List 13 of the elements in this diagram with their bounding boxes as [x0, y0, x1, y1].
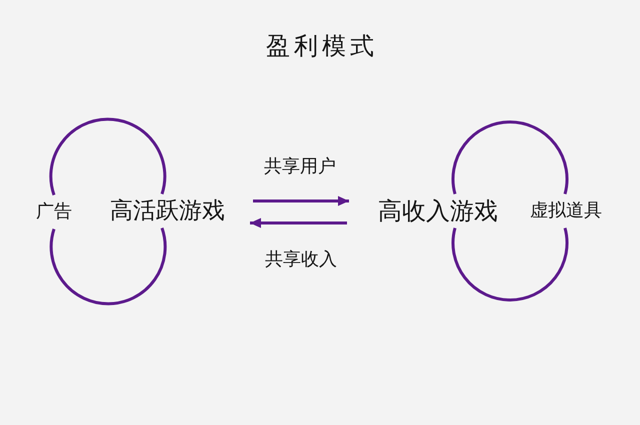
edge-label: 共享收入	[265, 249, 337, 271]
edge-label: 共享用户	[264, 156, 336, 178]
node-label: 虚拟道具	[530, 194, 602, 228]
arrow	[253, 196, 349, 206]
title: 盈利模式	[265, 32, 378, 60]
curved-line	[50, 228, 167, 306]
node-label: 高活跃游戏	[110, 194, 225, 228]
arrow	[250, 218, 347, 228]
curved-line	[452, 228, 568, 302]
node-label: 高收入游戏	[378, 194, 498, 228]
curved-line	[49, 118, 166, 196]
node-label: 广告	[36, 195, 72, 229]
curved-line	[452, 120, 568, 194]
